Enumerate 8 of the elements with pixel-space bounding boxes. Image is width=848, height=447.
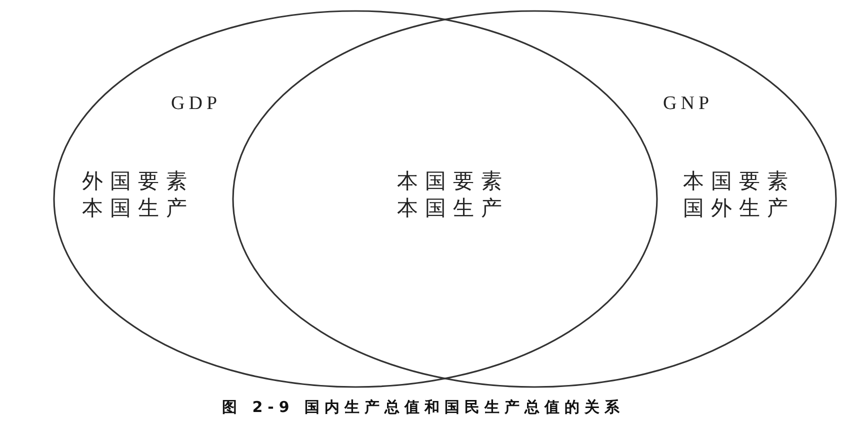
- figure-caption: 图 2-9 国内生产总值和国民生产总值的关系: [222, 400, 625, 415]
- set-label: GDP: [171, 94, 222, 113]
- region-label: 本国要素国外生产: [683, 168, 795, 222]
- venn-ellipse: [232, 10, 837, 388]
- set-label: GNP: [663, 94, 714, 113]
- region-label: 外国要素本国生产: [82, 168, 194, 222]
- venn-ellipse: [53, 10, 658, 388]
- region-label: 本国要素本国生产: [397, 168, 509, 222]
